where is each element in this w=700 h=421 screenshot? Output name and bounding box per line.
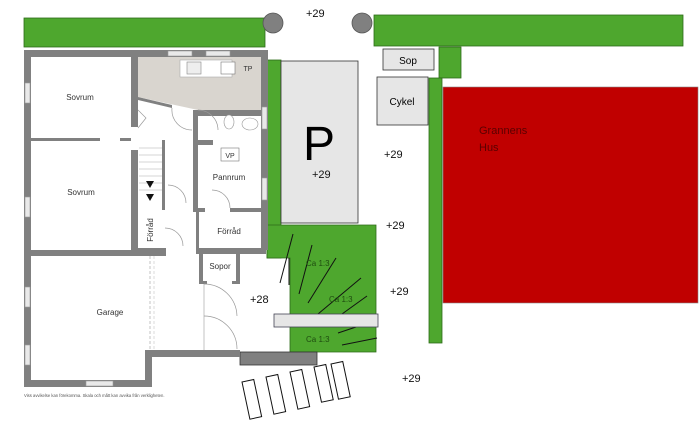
level-label: +29 [402,373,421,385]
room-label-forrad: Förråd [146,218,155,242]
sop-label: Sop [399,56,417,67]
arrow-down-icon [146,181,154,188]
hedge-small [438,46,462,79]
parking-area [280,60,359,224]
level-label: +29 [312,169,331,181]
tree-icon [351,12,373,34]
slope-area [266,224,377,353]
cykel-label: Cykel [389,97,414,108]
room-label-sovrum: Sovrum [66,93,94,102]
room-label-garage: Garage [97,308,124,317]
hedge-top-left [23,17,266,48]
sop-box [382,48,435,71]
hedge-top-right [373,14,684,47]
stepping-stones [241,360,351,420]
disclaimer: Viss avvikelse kan förekomma. Skala och … [24,393,165,398]
arrow-down-icon [146,194,154,201]
level-label: +29 [384,149,403,161]
cykel-box [376,76,429,126]
floor-plan [24,50,268,387]
level-label: +28 [250,294,269,306]
level-label: +29 [306,8,325,20]
room-label-forrad: Förråd [217,227,241,236]
neighbor-label: Grannens [479,125,528,137]
slope-lines [279,233,378,346]
retaining-wall [273,313,379,328]
room-label-vp: VP [225,153,235,160]
neighbor-label: Hus [479,142,499,154]
entrance-step [239,351,318,366]
slope-label: Ca 1:3 [306,335,330,344]
room-label-tp: TP [244,66,253,73]
level-label: +29 [386,220,405,232]
room-label-pannrum: Pannrum [213,173,246,182]
room-label-sopor: Sopor [209,262,231,271]
slope-label: Ca 1:3 [306,259,330,268]
parking-label: P [303,118,335,171]
tree-icon [262,12,284,34]
hedge-right-strip [428,77,443,344]
neighbor-house [442,86,699,304]
level-label: +29 [390,286,409,298]
room-label-sovrum: Sovrum [67,188,95,197]
slope-label: Ca 1:3 [329,295,353,304]
